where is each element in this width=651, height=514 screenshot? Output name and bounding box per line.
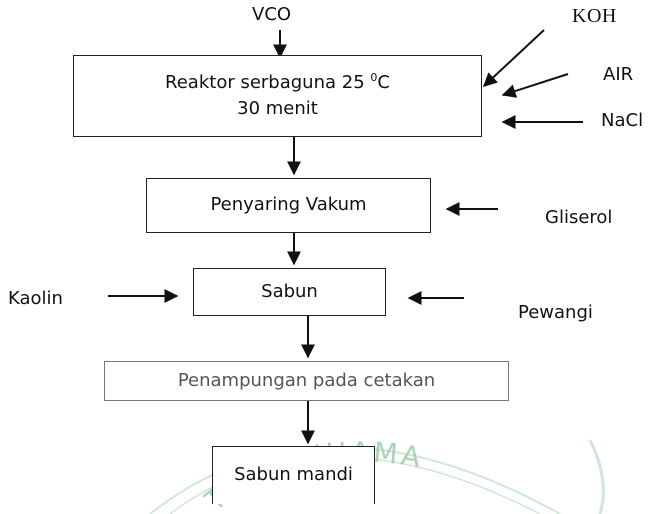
input-vco-label: VCO — [252, 4, 292, 25]
soap-box: Sabun — [193, 268, 386, 316]
bath-soap-label: Sabun mandi — [234, 464, 353, 486]
bath-soap-box: Sabun mandi — [212, 446, 375, 504]
input-nacl-label: NaCl — [601, 110, 644, 131]
reactor-line-2: 30 menit — [237, 98, 318, 119]
vacuum-filter-label: Penyaring Vakum — [210, 194, 367, 216]
arrow-air-to-reactor — [501, 73, 569, 98]
reactor-line-1: Reaktor serbaguna 25 0C — [165, 70, 390, 93]
mold-label: Penampungan pada cetakan — [177, 369, 436, 391]
input-koh-label: KOH — [572, 5, 617, 27]
vacuum-filter-box: Penyaring Vakum — [146, 178, 431, 233]
reactor-box: Reaktor serbaguna 25 0C 30 menit — [73, 55, 482, 137]
input-pewangi-label: Pewangi — [518, 302, 593, 323]
arrow-koh-to-reactor — [482, 29, 545, 87]
mold-box: Penampungan pada cetakan — [104, 361, 509, 401]
input-kaolin-label: Kaolin — [8, 288, 63, 309]
input-air-label: AIR — [603, 64, 634, 85]
soap-label: Sabun — [261, 280, 318, 302]
input-gliserol-label: Gliserol — [545, 207, 613, 228]
